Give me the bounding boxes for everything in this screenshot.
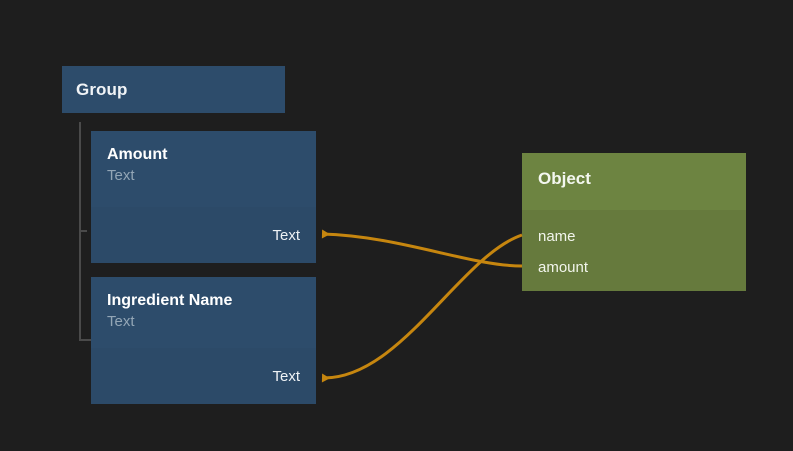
- group-bracket-tick-middle: [79, 230, 87, 232]
- port-row-name[interactable]: name: [538, 228, 576, 245]
- group-title: Group: [76, 79, 128, 99]
- node-object-title: Object: [538, 169, 591, 188]
- port-label-amount: amount: [538, 259, 589, 276]
- node-ingredient-name-output-label: Text: [272, 367, 300, 385]
- group-header-bar[interactable]: Group: [62, 66, 285, 113]
- node-amount[interactable]: Amount Text Text: [91, 131, 316, 263]
- node-amount-output-label: Text: [272, 226, 300, 244]
- node-ingredient-name-header[interactable]: Ingredient Name Text: [91, 277, 316, 348]
- edge-name-to-ingredient-text: [321, 233, 523, 383]
- node-object-header[interactable]: Object: [522, 153, 746, 210]
- node-amount-subtitle: Text: [107, 167, 135, 184]
- group-bracket-line: [79, 122, 81, 341]
- node-ingredient-name-title: Ingredient Name: [107, 292, 233, 309]
- port-row-amount[interactable]: amount: [538, 259, 588, 276]
- node-object[interactable]: Object name amount: [522, 153, 746, 291]
- node-object-body: name amount: [522, 210, 746, 291]
- node-ingredient-name-output-row[interactable]: Text: [91, 348, 316, 404]
- port-label-name: name: [538, 228, 576, 245]
- node-ingredient-name-subtitle: Text: [107, 313, 135, 330]
- node-amount-title: Amount: [107, 146, 168, 163]
- node-ingredient-name[interactable]: Ingredient Name Text Text: [91, 277, 316, 404]
- node-amount-header[interactable]: Amount Text: [91, 131, 316, 207]
- node-amount-output-row[interactable]: Text: [91, 207, 316, 263]
- edge-amount-to-amount-text: [321, 229, 523, 268]
